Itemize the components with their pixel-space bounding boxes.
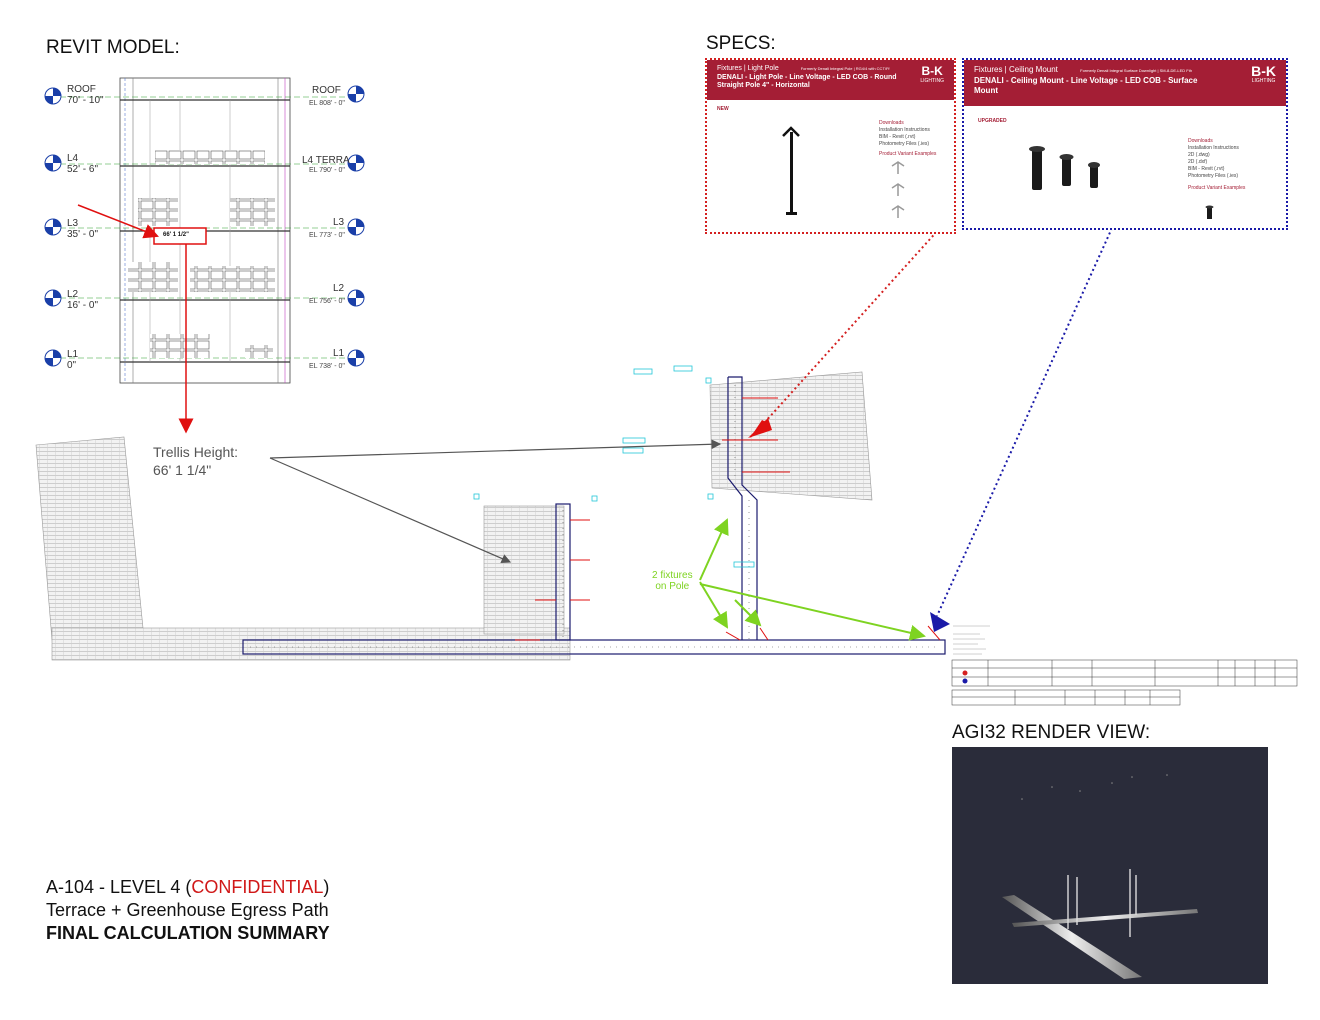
level-roof-label: ROOF [67,84,96,95]
level-l4-right-label: L4 TERRA [302,155,350,166]
level-l2-right-el: EL 756' - 0" [309,298,345,305]
spec-subtitle: Formerly Denali Integral Pole | RG4/4 wi… [800,66,890,71]
height-callout-text: 66' 1 1/2" [163,232,189,238]
level-l2-elev: 16' - 0" [67,300,99,311]
level-l1-elev: 0" [67,360,77,371]
trellis-arrow-right [269,439,722,459]
callout-pointer-arrow [77,204,159,239]
fixtures-note-line1: 2 fixtures [652,570,693,581]
level-l4-right-el: EL 790' - 0" [309,167,345,174]
level-roof-right-label: ROOF [312,85,341,96]
variant-thumbnails [891,161,905,218]
spec-title: DENALI - Ceiling Mount - Line Voltage - … [974,76,1198,95]
sheet-title-suffix: ) [323,877,330,897]
trellis-height-label: Trellis Height: [153,444,239,460]
spec-card-header: Fixtures | Light Pole Formerly Denali In… [707,60,954,100]
spec-card-header: Fixtures | Ceiling Mount Formerly Denali… [964,60,1286,106]
fixture-ticks [515,397,941,641]
spec-tag: UPGRADED [978,118,1007,124]
fixture-arrows [699,518,926,641]
sheet-summary: A-104 - LEVEL 4 (CONFIDENTIAL) Terrace +… [46,876,330,945]
trellis-right [709,371,873,501]
light-pole-icon [782,126,800,215]
sheet-title-line: A-104 - LEVEL 4 (CONFIDENTIAL) [46,876,330,899]
render-image [1002,774,1198,979]
agi32-render-view [952,747,1268,984]
cyan-tags [622,365,755,568]
revit-model-header: REVIT MODEL: [46,37,180,58]
fixture-schedule-table [951,659,1298,706]
ceiling-mount-icon [1029,146,1100,190]
level-roof-elev: 70' - 10" [67,95,104,106]
level-l3-label: L3 [67,218,79,229]
confidential-label: CONFIDENTIAL [191,877,324,897]
sheet-subtitle: Terrace + Greenhouse Egress Path [46,900,329,920]
level-l1-right-el: EL 738' - 0" [309,363,345,370]
level-l4-label: L4 [67,153,79,164]
level-l1-label: L1 [67,349,79,360]
level-l3-right-el: EL 773' - 0" [309,232,345,239]
spec-tag: NEW [717,106,729,112]
level-l3-elev: 35' - 0" [67,229,99,240]
fixtures-note-line2: on Pole [655,581,690,592]
spec1-connector [755,227,941,433]
spec-downloads: Downloads Installation Instructions BIM … [879,120,937,157]
level-markers-left [44,87,62,367]
spec-downloads: Downloads Installation Instructions 2D (… [1188,138,1246,191]
level-l2-label: L2 [67,289,79,300]
sheet-calc-summary: FINAL CALCULATION SUMMARY [46,923,330,943]
level-markers-right [347,85,365,367]
egress-path [242,376,946,655]
level-l3-right-label: L3 [333,217,345,228]
sheet-title-prefix: A-104 - LEVEL 4 ( [46,877,192,897]
level-l2-right-label: L2 [333,283,345,294]
trellis-left [35,436,571,661]
level-l1-right-label: L1 [333,348,345,359]
level-roof-right-el: EL 808' - 0" [309,100,345,107]
spec-category: Fixtures | Ceiling Mount [974,65,1058,74]
spec-card-light-pole[interactable]: Fixtures | Light Pole Formerly Denali In… [705,58,956,234]
trellis-height-annotation: Trellis Height: 66' 1 1/4" [153,443,238,479]
level-l4-elev: 52' - 6" [67,164,99,175]
variant-thumbnail [1205,205,1214,219]
spec2-connector [936,227,1113,617]
spec-title: DENALI - Light Pole - Line Voltage - LED… [717,74,897,89]
trellis-arrow-left [269,457,512,564]
render-view-header: AGI32 RENDER VIEW: [952,722,1151,743]
specs-header: SPECS: [706,33,776,54]
spec-category: Fixtures | Light Pole [717,65,779,72]
spec-card-ceiling-mount[interactable]: Fixtures | Ceiling Mount Formerly Denali… [962,58,1288,230]
spec-subtitle: Formerly Denali Integral Surface Downlig… [1080,68,1193,73]
trellis-height-value: 66' 1 1/4" [153,462,212,478]
fixtures-note: 2 fixtures on Pole [652,570,693,592]
